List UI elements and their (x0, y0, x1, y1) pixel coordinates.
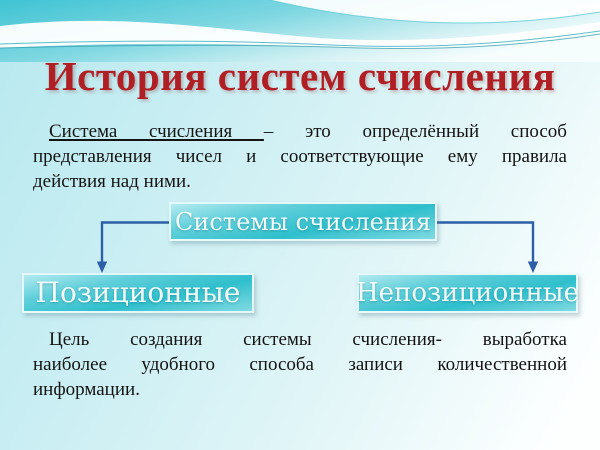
slide-title: История систем счисления (44, 53, 556, 99)
definition-line-3: действия над ними. (33, 171, 191, 192)
diagram-right-label: Непозиционные (356, 278, 579, 308)
wave-decoration (0, 0, 600, 62)
wave-thin-line-2 (0, 33, 600, 50)
wave-main-swoosh (0, 20, 600, 49)
definition-paragraph: Система счисления – это определённый спо… (33, 119, 567, 194)
wave-top-right-line (269, 0, 600, 24)
wave-top-right-swoosh (270, 0, 600, 24)
diagram-left-label: Позиционные (35, 276, 241, 309)
definition-term-underlined: Система счисления (49, 121, 264, 142)
diagram-root-box: Системы счисления (169, 202, 437, 241)
definition-line-1: Система счисления – это определённый спо… (33, 119, 567, 144)
goal-line-3: информации. (33, 379, 140, 400)
connector-arrow-left (96, 221, 169, 273)
goal-paragraph: Цель создания системы счисления- выработ… (33, 327, 567, 402)
diagram-left-box: Позиционные (22, 273, 254, 313)
arrowhead-left-icon (96, 261, 108, 273)
goal-line-2: наиболее удобного способа записи количес… (33, 354, 567, 375)
goal-line-1: Цель создания системы счисления- выработ… (49, 329, 567, 350)
wave-thin-line-1 (0, 30, 600, 47)
definition-line-1-rest: – это определённый способ (263, 121, 567, 142)
connector-arrow-right (437, 221, 539, 273)
diagram-right-box: Непозиционные (356, 273, 579, 313)
arrowhead-right-icon (527, 261, 539, 273)
definition-line-2: представления чисел и соответствующие ем… (33, 146, 567, 167)
diagram-root-label: Системы счисления (174, 207, 431, 236)
